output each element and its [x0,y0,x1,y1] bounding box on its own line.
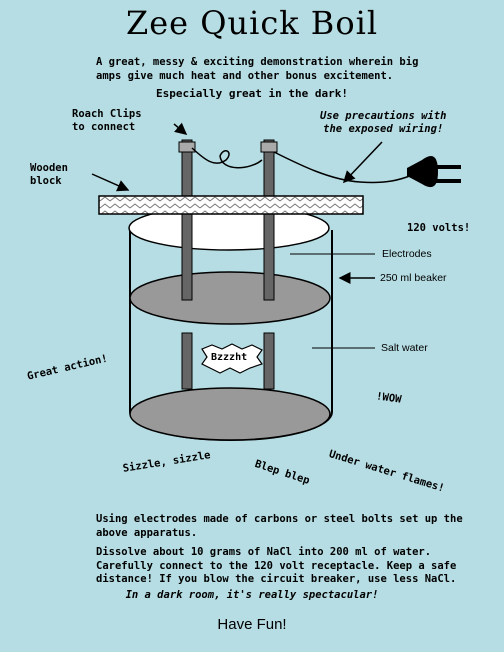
instruction-line: Dissolve about 10 grams of NaCl into 200… [96,546,432,558]
instruction-line: Carefully connect to the 120 volt recept… [96,559,457,572]
precaution-arrow [342,141,383,184]
instructions: Using electrodes made of carbons or stee… [96,513,466,593]
roach-clip-arrow [173,122,188,135]
spark-burst [201,343,263,374]
label-line: block [30,175,62,187]
page-title: Zee Quick Boil [125,4,379,42]
water-surface [129,271,331,325]
wooden-block [98,195,364,215]
instruction-line: distance! If you blow the circuit breake… [96,573,457,585]
salt-water-label: Salt water [381,342,428,354]
beaker-label: 250 ml beaker [380,272,447,284]
label-line: Use precautions with [320,110,447,122]
intro-line: A great, messy & exciting demonstration … [96,56,419,68]
wooden-block-label: Wooden block [30,162,68,188]
have-fun: Have Fun! [217,616,287,633]
spectacular-note: In a dark room, it's really spectacular! [125,589,379,601]
plug-icon [407,156,461,188]
volts-label: 120 volts! [407,222,471,234]
label-line: to connect [72,121,136,133]
instruction-line: Using electrodes made of carbons or stee… [96,513,463,525]
dark-note: Especially great in the dark! [155,87,349,100]
wire [191,147,413,184]
instruction-line: above apparatus. [96,526,198,539]
precaution-label: Use precautions with the exposed wiring! [320,110,446,136]
bzzzht-label: Bzzzht [211,352,248,363]
roach-clip-label: Roach Clips to connect [72,108,142,134]
label-line: Wooden [30,162,68,174]
intro-line: amps give much heat and other bonus exci… [96,70,394,82]
wooden-block-arrow [91,173,130,192]
electrodes [178,139,278,390]
label-line: the exposed wiring! [323,123,444,135]
beaker-bottom [129,387,331,441]
intro-text: A great, messy & exciting demonstration … [96,55,436,83]
electrodes-label: Electrodes [382,248,432,260]
label-line: Roach Clips [72,108,142,120]
